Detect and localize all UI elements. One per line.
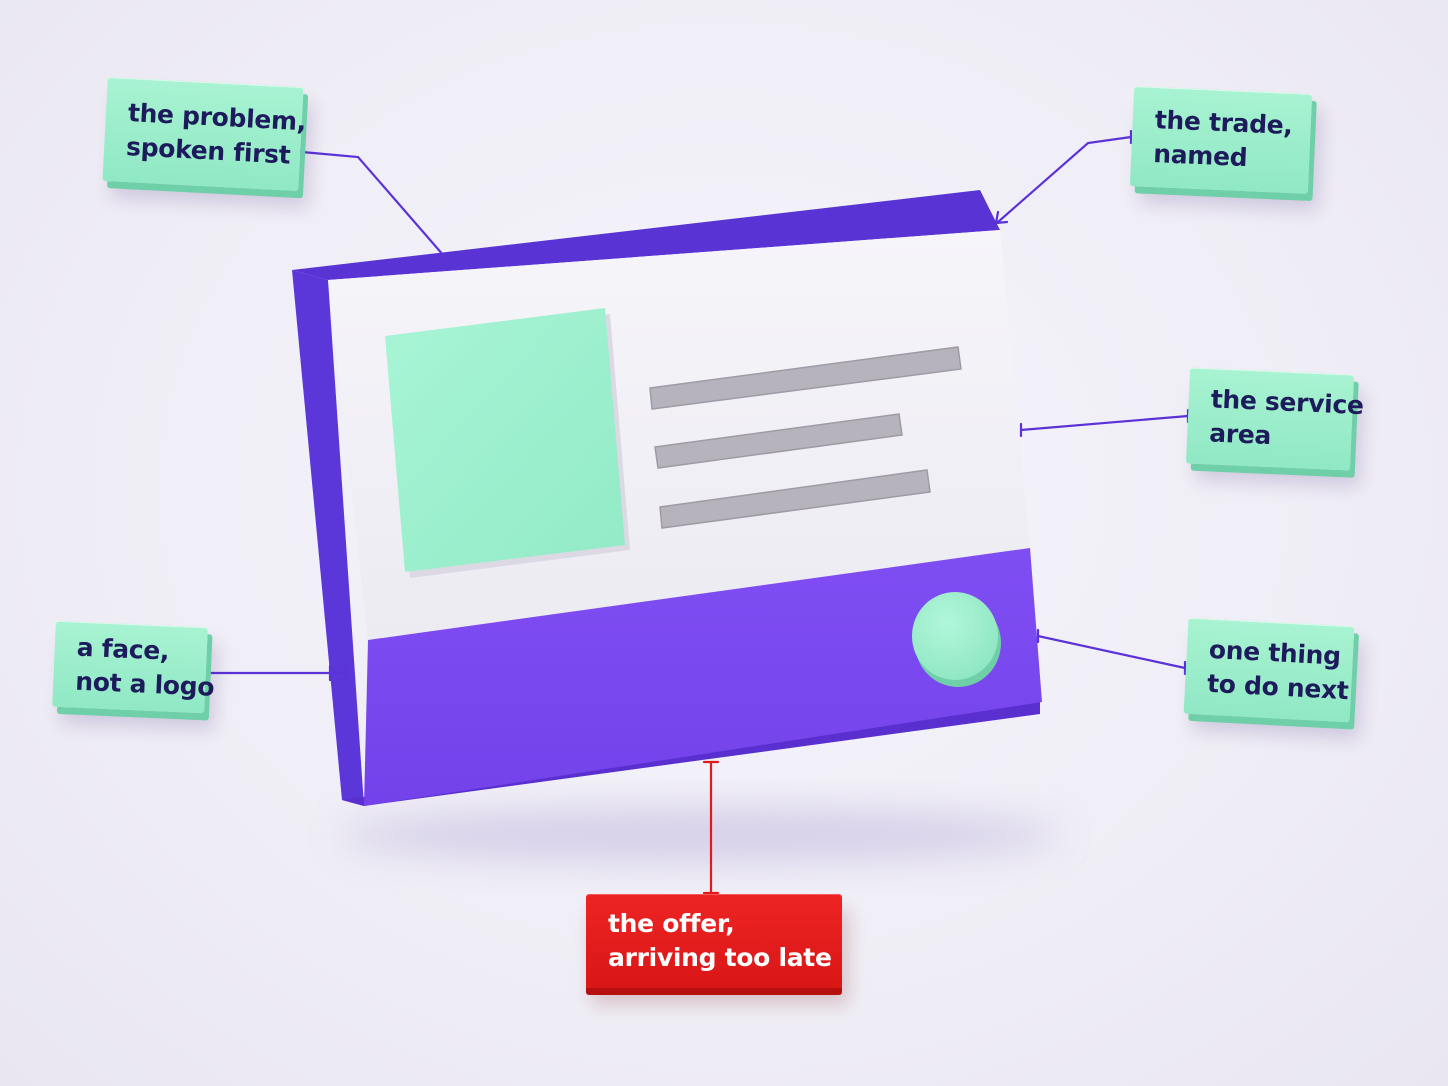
label-problem: the problem, spoken first (102, 76, 307, 192)
label-face-line1: a face, (76, 632, 170, 666)
label-next: one thing to do next (1183, 617, 1355, 723)
connector-problem (300, 150, 446, 258)
card-image-block (385, 308, 625, 572)
card-top-edge (292, 190, 1000, 280)
card-text-line-2 (654, 413, 903, 469)
card-text-line-1 (649, 346, 962, 410)
label-offer-line1: the offer, (608, 909, 735, 938)
label-face-line2: not a logo (74, 666, 215, 702)
label-trade-line1: the trade, (1154, 105, 1294, 141)
connectors (206, 129, 1190, 897)
label-face: a face, not a logo (52, 620, 215, 714)
label-service: the service area (1185, 367, 1365, 471)
label-offer: the offer, arriving too late (586, 894, 842, 988)
label-service-line2: area (1208, 418, 1272, 451)
card-bottom-band (364, 548, 1042, 806)
connector-trade-arrow (994, 210, 1009, 225)
label-service-line1: the service (1210, 384, 1365, 421)
connector-service (1019, 414, 1190, 432)
label-problem-line2: spoken first (125, 132, 292, 170)
card-text-line-3 (659, 469, 931, 529)
label-trade: the trade, named (1129, 86, 1313, 194)
card-action-button (912, 592, 998, 680)
label-offer-line2: arriving too late (608, 943, 832, 972)
card-ground-shadow (340, 807, 1060, 863)
label-next-line2: to do next (1206, 668, 1350, 706)
connector-problem-anchor (440, 252, 448, 260)
connector-next (1036, 634, 1187, 670)
label-trade-line2: named (1152, 139, 1248, 173)
connector-trade (996, 135, 1133, 224)
